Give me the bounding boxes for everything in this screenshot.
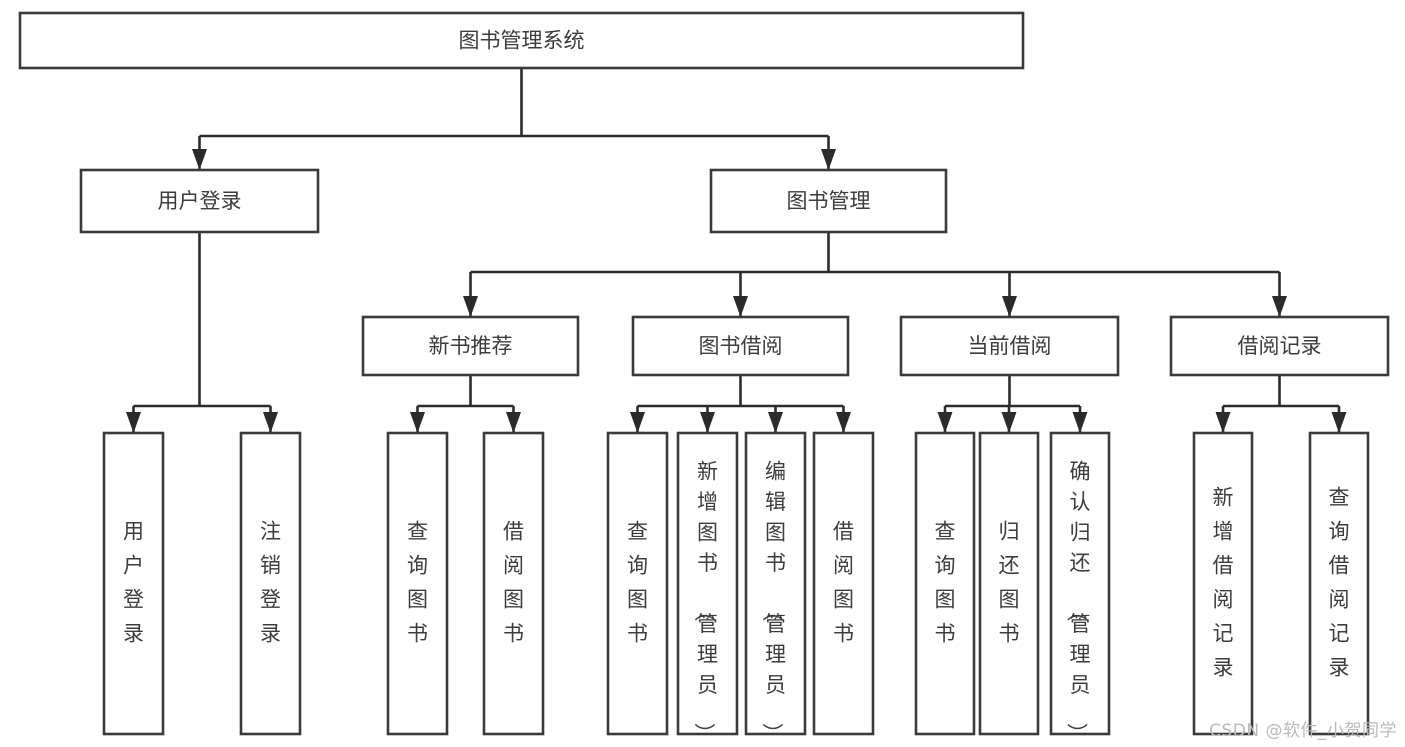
node-label: 图书管理 [787, 189, 871, 213]
node-label: 当前借阅 [968, 334, 1052, 358]
node-box[interactable] [361, 315, 580, 377]
arrow-head-icon [1215, 412, 1231, 433]
node-box[interactable] [606, 431, 669, 736]
node-box[interactable] [899, 315, 1120, 377]
arrow-head-icon [263, 412, 278, 433]
node-box[interactable] [744, 431, 807, 736]
arrow-head-icon [768, 412, 783, 433]
arrow-head-icon [1002, 296, 1017, 317]
node-box[interactable] [239, 431, 302, 736]
node-book-manage[interactable]: 图书管理 [709, 168, 948, 234]
node-label: 注销登录 [260, 520, 281, 646]
node-cb-return-book[interactable]: 归还图书 [978, 431, 1040, 736]
node-box[interactable] [709, 168, 948, 234]
node-label: 查询图书 [407, 520, 428, 646]
node-br-query-record[interactable]: 查询借阅记录 [1308, 431, 1370, 736]
node-box[interactable] [914, 431, 976, 736]
node-box[interactable] [978, 431, 1040, 736]
csdn-watermark: CSDN @软件_小贺同学 [1209, 721, 1397, 741]
node-user-logout[interactable]: 注销登录 [239, 431, 302, 736]
arrow-head-icon [1331, 412, 1347, 433]
arrow-head-icon [1001, 412, 1017, 433]
node-box[interactable] [631, 315, 850, 377]
node-user-login-do[interactable]: 用户登录 [102, 431, 165, 736]
arrow-head-icon [1272, 296, 1287, 317]
node-label: 图书借阅 [699, 334, 783, 358]
node-borrow-record[interactable]: 借阅记录 [1169, 315, 1390, 377]
node-root[interactable]: 图书管理系统 [18, 11, 1025, 70]
node-bb-borrow-book[interactable]: 借阅图书 [812, 431, 875, 736]
node-box[interactable] [1308, 431, 1370, 736]
node-label: 新书推荐 [429, 334, 513, 358]
node-label: 查询图书 [627, 520, 648, 646]
node-nbr-query-book[interactable]: 查询图书 [386, 431, 449, 736]
node-box[interactable] [482, 431, 545, 736]
node-bb-query-book[interactable]: 查询图书 [606, 431, 669, 736]
node-cb-query-book[interactable]: 查询图书 [914, 431, 976, 736]
node-label: 编辑图书（管理员） [760, 459, 786, 743]
node-label: 用户登录 [158, 189, 242, 213]
node-box[interactable] [1192, 431, 1254, 736]
arrow-head-icon [836, 412, 851, 433]
node-label: 借阅记录 [1238, 334, 1322, 358]
arrow-head-icon [506, 412, 521, 433]
node-label: 归还图书 [999, 520, 1020, 646]
node-user-login[interactable]: 用户登录 [79, 168, 320, 234]
node-book-borrow[interactable]: 图书借阅 [631, 315, 850, 377]
node-label: 用户登录 [123, 520, 144, 646]
node-label: 图书管理系统 [459, 29, 585, 53]
arrow-head-icon [192, 149, 207, 170]
node-box[interactable] [386, 431, 449, 736]
node-box[interactable] [1169, 315, 1390, 377]
arrow-head-icon [700, 412, 715, 433]
node-box[interactable] [18, 11, 1025, 70]
node-label: 借阅图书 [503, 520, 524, 646]
node-box[interactable] [79, 168, 320, 234]
node-box[interactable] [1049, 431, 1111, 736]
node-box[interactable] [102, 431, 165, 736]
node-box[interactable] [812, 431, 875, 736]
node-bb-add-book[interactable]: 新增图书（管理员） [676, 431, 739, 744]
arrow-head-icon [733, 296, 748, 317]
arrow-head-icon [1072, 412, 1088, 433]
node-label: 查询借阅记录 [1329, 486, 1350, 680]
node-new-book-rec[interactable]: 新书推荐 [361, 315, 580, 377]
node-label: 新增图书（管理员） [692, 459, 718, 743]
arrow-head-icon [126, 412, 141, 433]
node-label: 借阅图书 [833, 520, 854, 646]
arrow-head-icon [821, 149, 836, 170]
node-br-add-record[interactable]: 新增借阅记录 [1192, 431, 1254, 736]
nodes-layer: 图书管理系统用户登录用户登录注销登录图书管理新书推荐查询图书借阅图书图书借阅查询… [18, 11, 1390, 744]
node-label: 新增借阅记录 [1213, 486, 1234, 680]
arrow-head-icon [410, 412, 425, 433]
node-label: 查询图书 [935, 520, 956, 646]
node-box[interactable] [676, 431, 739, 736]
arrow-head-icon [630, 412, 645, 433]
node-cb-confirm-return[interactable]: 确认归还（管理员） [1049, 431, 1111, 744]
node-current-borrow[interactable]: 当前借阅 [899, 315, 1120, 377]
arrow-head-icon [463, 296, 478, 317]
node-nbr-borrow-book[interactable]: 借阅图书 [482, 431, 545, 736]
arrow-head-icon [937, 412, 953, 433]
node-label: 确认归还（管理员） [1065, 459, 1091, 743]
node-bb-edit-book[interactable]: 编辑图书（管理员） [744, 431, 807, 744]
connectors-layer [126, 68, 1347, 433]
